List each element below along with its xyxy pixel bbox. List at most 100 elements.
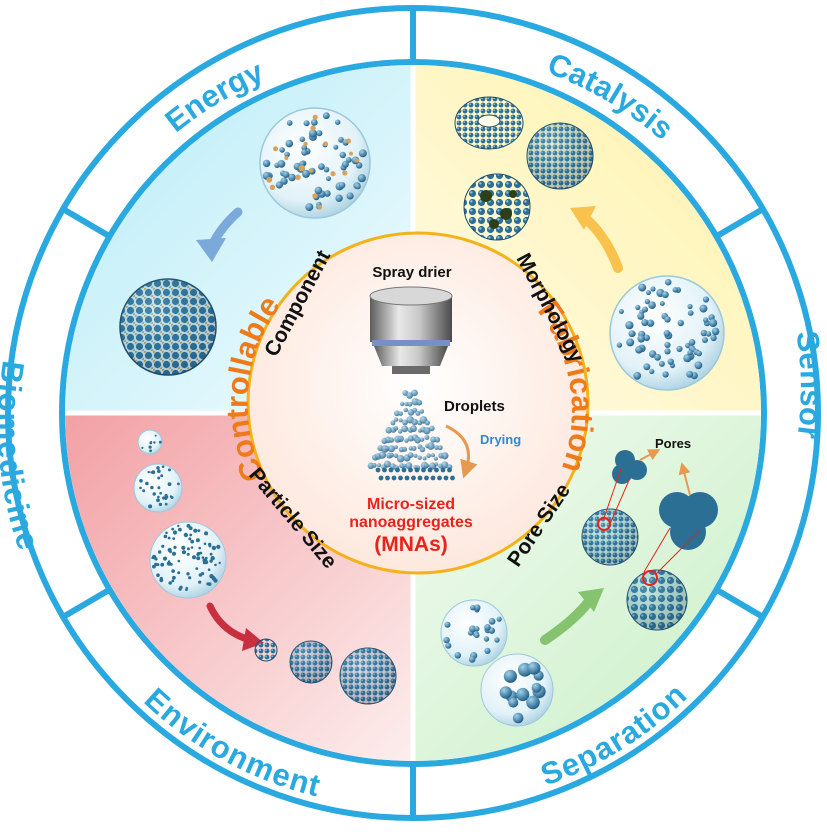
- droplet: [401, 446, 408, 452]
- nanoparticle-dot: [308, 129, 317, 138]
- nanoparticle-dot: [335, 194, 343, 202]
- nanoparticle-dot: [161, 465, 165, 469]
- nanoparticle-dot: [628, 330, 636, 338]
- nanoparticle-dot: [142, 489, 146, 493]
- dried-particle: [447, 467, 452, 473]
- nanoparticle-dot: [700, 329, 708, 337]
- droplet: [441, 461, 449, 469]
- ring-divider-upper-left: [61, 206, 111, 239]
- nanoparticle-dot-secondary: [295, 174, 301, 181]
- nanoparticle-dot: [193, 528, 198, 533]
- nanoparticle-dot: [512, 712, 524, 724]
- nanoparticle-dot: [303, 120, 310, 127]
- nanoparticle-dot: [473, 604, 481, 611]
- nanoparticle-dot: [149, 449, 153, 453]
- nanoparticle-dot: [637, 312, 645, 320]
- nanoparticle-dot: [708, 314, 715, 321]
- droplet: [430, 453, 435, 458]
- droplet: [419, 409, 425, 414]
- nanoparticle-dot: [185, 588, 188, 591]
- nanoparticle-dot: [488, 617, 496, 625]
- nanoparticle-dot: [638, 283, 647, 292]
- nanoparticle-dot: [616, 342, 623, 348]
- nanoparticle-dot: [157, 495, 160, 499]
- nanoparticle-dot: [474, 632, 480, 638]
- nanoparticle-dot-secondary: [317, 204, 323, 210]
- nanoparticle-dot-secondary: [312, 193, 318, 199]
- nanoparticle-dot: [195, 567, 199, 570]
- nanoparticle-dot: [196, 551, 201, 556]
- drying-label: Drying: [480, 432, 521, 447]
- nanoparticle-dot: [323, 166, 330, 173]
- porous-sphere: [463, 173, 531, 241]
- nanoparticle-dot: [280, 177, 288, 185]
- nanoparticle-dot: [710, 334, 717, 342]
- nanoparticle-dot: [696, 350, 702, 357]
- nanoparticle-dot: [177, 482, 180, 486]
- nanoparticle-dot: [677, 319, 684, 327]
- droplets-label: Droplets: [444, 398, 505, 415]
- nanoparticle-dot: [189, 533, 193, 537]
- nanoparticle-dot: [179, 585, 183, 589]
- nanoparticle-dot-secondary: [303, 141, 308, 147]
- nanoparticle-dot: [688, 339, 696, 346]
- nanoparticle-dot: [204, 560, 209, 565]
- dried-particle: [408, 467, 413, 473]
- nanoparticle-dot: [157, 469, 161, 474]
- pore-size-illustration: Pores: [440, 436, 718, 727]
- droplet: [388, 437, 394, 443]
- spray-drier-icon: [369, 286, 453, 374]
- torus-hole: [477, 114, 501, 128]
- nanoparticle-dot: [208, 542, 212, 547]
- droplet: [434, 445, 439, 450]
- nanoparticle-dot: [494, 637, 500, 643]
- nanoparticle-dot: [664, 278, 672, 286]
- nanoparticle-dot: [186, 552, 190, 556]
- nanoparticle-dot: [445, 642, 452, 649]
- droplet: [388, 445, 395, 453]
- droplet: [411, 445, 417, 451]
- nanoparticle-dot: [531, 682, 542, 693]
- droplet: [427, 442, 435, 450]
- droplet: [415, 410, 421, 416]
- nanoparticle-dot-secondary: [310, 125, 316, 131]
- pore-sphere-small-shade: [582, 509, 638, 565]
- nanoparticle-dot: [687, 310, 694, 316]
- nanoparticle-dot: [516, 687, 530, 702]
- nanoparticle-dot: [302, 169, 310, 178]
- morphology-arrow-head: [570, 206, 596, 230]
- nanoparticle-dot: [156, 466, 160, 470]
- nanoparticle-dot: [148, 504, 153, 509]
- nanoparticle-dot: [158, 502, 163, 507]
- nanoparticle-dot: [157, 476, 161, 480]
- nanoparticle-dot: [526, 695, 540, 710]
- component-bubble-particles: [262, 112, 367, 212]
- nanoparticle-dot: [286, 120, 293, 126]
- dried-particle: [450, 475, 455, 481]
- dried-particle: [398, 475, 403, 481]
- nanoparticle-dot: [646, 290, 651, 296]
- nanoparticle-dot: [301, 149, 308, 156]
- nanoparticle-dot-secondary: [284, 156, 289, 160]
- nanoparticle-dot: [702, 296, 710, 303]
- zoom-line: [655, 529, 701, 575]
- nanoparticle-dot: [181, 550, 187, 555]
- nanoparticle-dot: [203, 542, 207, 546]
- nanoparticle-dot: [173, 545, 177, 550]
- nanoparticle-dot: [162, 496, 166, 500]
- nanoparticle-dot: [635, 304, 641, 311]
- nanoparticle-dot: [262, 159, 271, 168]
- nanoparticle-dot: [335, 119, 341, 125]
- drying-arrow: [445, 424, 478, 479]
- nanoparticle-dot: [285, 139, 294, 148]
- droplet: [411, 418, 419, 426]
- nanoparticle-dot: [346, 192, 354, 200]
- droplet: [394, 410, 400, 417]
- component-arrow-head: [196, 238, 226, 262]
- spray-drier-label: Spray drier: [372, 264, 451, 281]
- nanoparticle-dot: [181, 545, 186, 550]
- nanoparticle-dot: [301, 144, 308, 151]
- droplet: [413, 453, 418, 458]
- nanoparticle-dot: [201, 556, 205, 559]
